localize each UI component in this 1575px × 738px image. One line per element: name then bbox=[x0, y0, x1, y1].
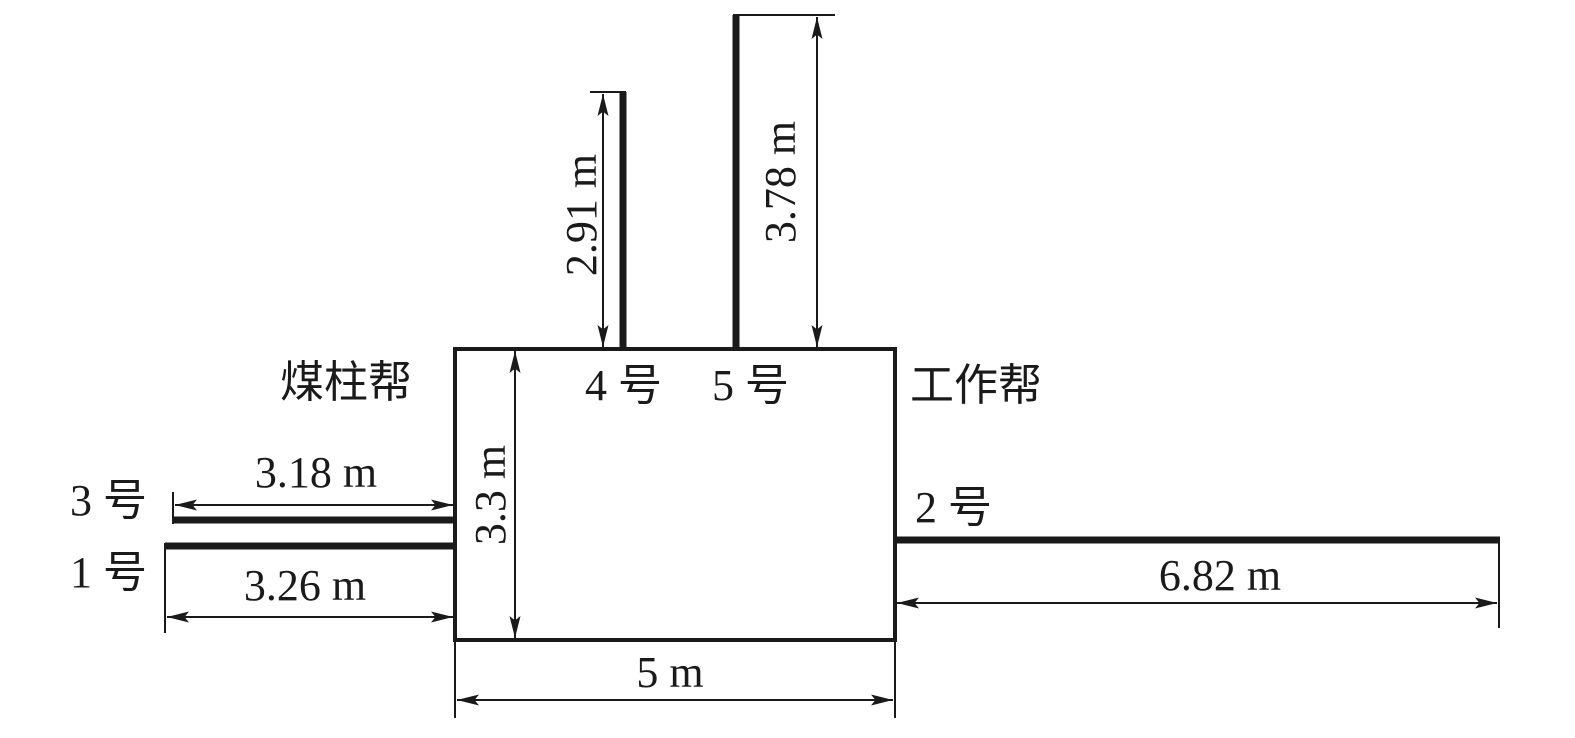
hole-3-label: 3 号 bbox=[70, 476, 147, 525]
hole-5-label: 5 号 bbox=[712, 361, 789, 410]
coal-pillar-side-label: 煤柱帮 bbox=[280, 358, 412, 407]
hole-1-length: 3.26 m bbox=[244, 561, 366, 610]
roadway-section bbox=[453, 347, 897, 642]
roadway-width: 5 m bbox=[636, 648, 703, 697]
hole-2-label: 2 号 bbox=[915, 483, 992, 532]
roadway-height: 3.3 m bbox=[466, 445, 515, 545]
hole-3-length: 3.18 m bbox=[255, 448, 377, 497]
hole-2-length: 6.82 m bbox=[1159, 551, 1281, 600]
hole-4-length: 2.91 m bbox=[557, 154, 606, 276]
hole-1-label: 1 号 bbox=[70, 548, 147, 597]
hole-5-length: 3.78 m bbox=[756, 121, 805, 243]
working-side-label: 工作帮 bbox=[910, 361, 1042, 410]
hole-4-label: 4 号 bbox=[585, 361, 662, 410]
